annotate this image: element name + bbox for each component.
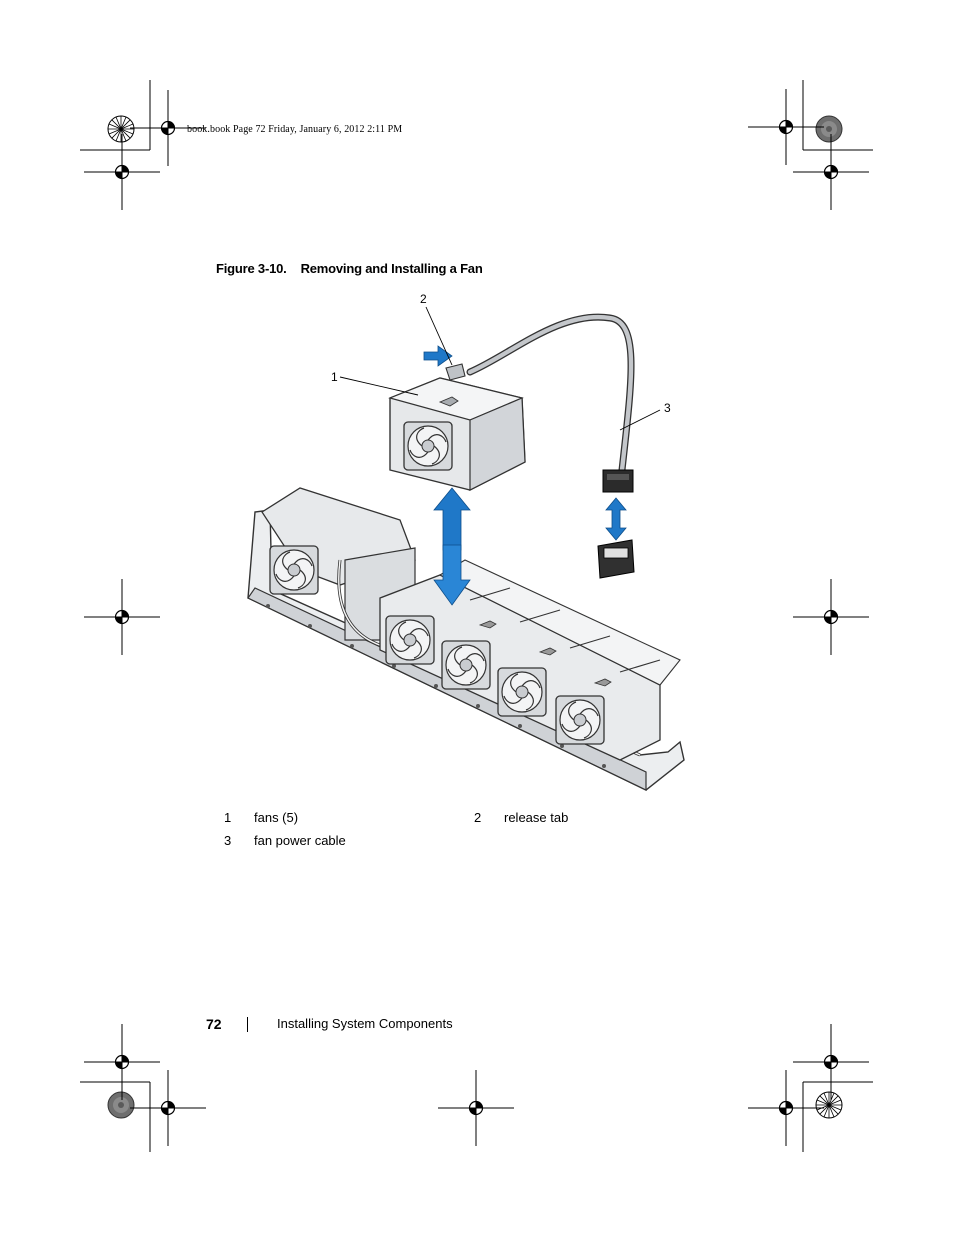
legend-num: 2 [474,810,482,825]
removed-fan-module [388,363,526,491]
section-title: Installing System Components [277,1016,453,1031]
press-arrow-icon [423,345,453,367]
crop-mark-bottom-left [80,1081,151,1152]
callout-1: 1 [331,370,338,384]
figure-caption: Figure 3-10. Removing and Installing a Fa… [216,261,483,276]
callout-2: 2 [420,292,427,306]
print-header: book.book Page 72 Friday, January 6, 201… [187,124,403,135]
footer-divider [247,1017,248,1032]
double-arrow-icon [605,497,627,541]
legend-num: 3 [224,833,232,848]
legend-label: fan power cable [254,833,346,848]
direction-arrows [423,345,627,606]
legend-label: release tab [504,810,569,825]
crop-mark-top-right [802,80,873,151]
figure-number: Figure 3-10. [216,261,287,276]
up-arrow-icon [433,487,471,551]
fan-power-cable [466,313,635,579]
callout-leaders [339,306,661,431]
callout-3: 3 [664,401,671,415]
crop-mark-top-left [80,80,151,151]
crop-mark-bottom-right [802,1081,873,1152]
legend-num: 1 [224,810,232,825]
page-number: 72 [206,1016,222,1032]
legend-label: fans (5) [254,810,299,825]
down-arrow-icon [433,544,471,606]
figure-title: Removing and Installing a Fan [300,261,483,276]
